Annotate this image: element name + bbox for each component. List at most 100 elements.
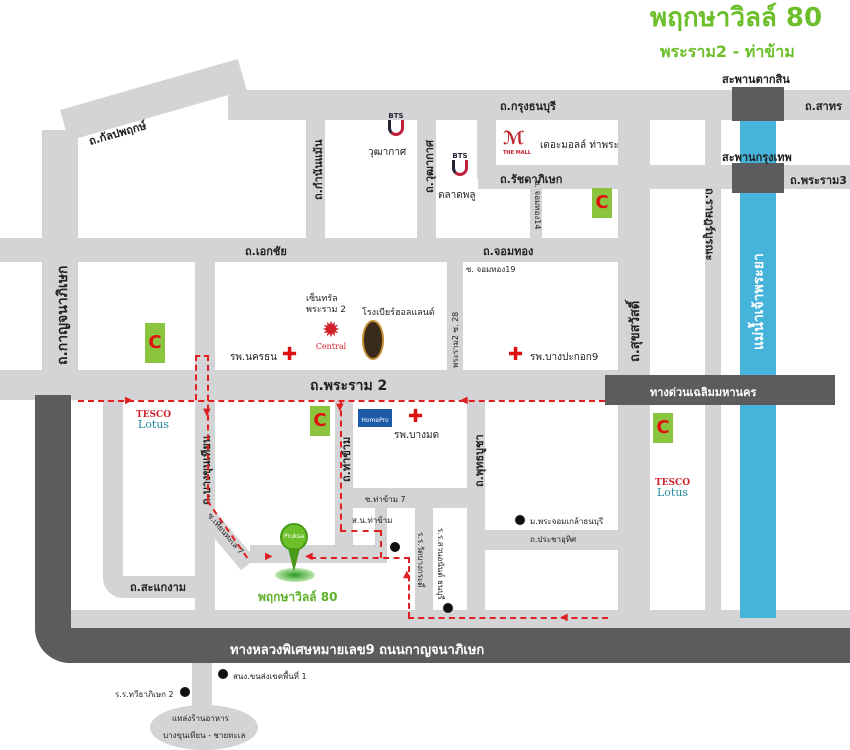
river-label: แม่น้ำเจ้าพระยา xyxy=(751,253,767,350)
label-soi-chomthong19: ซ. จอมทอง19 xyxy=(466,265,516,274)
label-transport-office: สนง.ขนส่งเขตพื้นที่ 1 xyxy=(233,672,307,681)
label-school-thawi: ร.ร.ทวีธาภิเษก 2 xyxy=(115,690,174,699)
label-food-line1: แหล่งร้านอาหาร xyxy=(172,714,229,723)
road-pracha-uthit xyxy=(485,530,620,550)
label-police: ส.น.ท่าข้าม xyxy=(352,516,393,525)
route-arrow: ▲ xyxy=(403,569,411,580)
label-rama3: ถ.พระราม3 xyxy=(790,174,847,187)
label-project: พฤกษาวิลล์ 80 xyxy=(258,590,338,604)
expressway xyxy=(605,375,835,405)
police-dot xyxy=(390,542,400,552)
label-school-sawang: ร.ร.สวนอนันต์ ธนบุรี xyxy=(436,528,445,600)
project-pin-tip xyxy=(288,548,300,572)
label-bang-khun-thian: ถ.บางขุนเทียน xyxy=(200,435,213,505)
hospital-icon: ✚ xyxy=(408,406,424,427)
homepro-logo: HomePro xyxy=(358,409,392,427)
label-pracha-uthit: ถ.ประชาอุทิศ xyxy=(530,535,577,544)
route-arrow: ▼ xyxy=(203,407,211,418)
label-kanchanaphisek: ถ.กาญจนาภิเษก xyxy=(55,265,71,365)
label-soi-tha-kham7: ซ.ท่าข้าม 7 xyxy=(365,495,406,504)
lotus-text: Lotus xyxy=(137,418,170,431)
map-title: พฤกษาวิลล์ 80 xyxy=(650,3,823,33)
bridge-krungthep-label: สะพานกรุงเทพ xyxy=(722,151,792,164)
road-wutthakat xyxy=(417,118,436,240)
route-to-project xyxy=(310,557,410,559)
road-frontage xyxy=(70,610,850,630)
label-beer-hall: โรงเบียร์ฮอลแลนด์ xyxy=(362,308,435,318)
label-school-tha-kham: ร.ร.วัดบางกระดี่ xyxy=(416,532,425,588)
route-arrow: ▶ xyxy=(125,395,133,406)
route-school-road xyxy=(408,557,410,618)
road-ratchadaphisek xyxy=(478,165,850,189)
route-bkt-top xyxy=(195,355,209,357)
label-sakaengam: ถ.สะแกงาม xyxy=(130,581,187,594)
bigc-logo: C xyxy=(592,188,612,218)
label-bts-wutthakat: วุฒากาศ xyxy=(368,147,407,158)
label-university: ม.พระจอมเกล้าธนบุรี xyxy=(530,517,604,526)
label-rama2-soi28: พระราม2 ซ. 28 xyxy=(451,311,460,368)
highway-9-vertical xyxy=(35,395,71,663)
tesco-text: TESCO xyxy=(136,410,172,420)
tesco-text: TESCO xyxy=(655,478,691,488)
label-kamnan-maen: ถ.กำนันแม้น xyxy=(312,139,325,200)
road-soi-tha-kham7 xyxy=(353,488,467,508)
route-tk-h xyxy=(340,530,380,532)
label-food-line2: บางขุนเทียน - ชายทะเล xyxy=(163,731,246,740)
road-soi-chomthong14 xyxy=(530,188,542,240)
label-soi-chomthong14: ซ. จอมทอง14 xyxy=(533,180,542,230)
route-frontage xyxy=(408,617,608,619)
road-talat-phlu xyxy=(477,118,496,178)
label-hosp-nakhon-thon: รพ.นครธน xyxy=(230,352,277,363)
bridge-taksin-label: สะพานตากสิน xyxy=(722,73,790,86)
route-arrow: ◀ xyxy=(460,395,468,406)
label-sathon: ถ.สาทร xyxy=(805,100,842,113)
route-arrow: ◀ xyxy=(305,551,313,562)
route-tk-v xyxy=(380,530,382,558)
project-shadow xyxy=(275,568,315,582)
label-rama2: ถ.พระราม 2 xyxy=(310,378,388,394)
bts-logo-text: BTS xyxy=(388,112,404,120)
central-logo: ✹Central xyxy=(315,318,347,352)
project-logo-text: Pruksa xyxy=(283,533,305,540)
bigc-logo: C xyxy=(653,413,673,443)
road-bang-khun-thian xyxy=(195,262,215,628)
label-hosp-bang-mot: รพ.บางมด xyxy=(394,430,440,441)
label-wutthakat-rd: ถ.วุฒากาศ xyxy=(423,140,436,193)
hospital-icon: ✚ xyxy=(282,344,298,365)
label-hosp-bang-pakok9: รพ.บางปะกอก9 xyxy=(530,352,599,363)
central-logo-text: Central xyxy=(315,342,347,351)
bts-wutthakat-icon: BTS xyxy=(388,112,404,136)
expressway-label: ทางด่วนเฉลิมมหานคร xyxy=(650,386,757,399)
label-krung-thonburi: ถ.กรุงธนบุรี xyxy=(500,100,556,113)
road-rama2 xyxy=(0,370,620,400)
road-rama2-soi28 xyxy=(447,262,463,374)
bts-talat-phlu-icon: BTS xyxy=(452,152,468,176)
road-sakaengam-h xyxy=(103,576,198,598)
road-kamnan-maen xyxy=(306,118,325,240)
label-central: เซ็นทรัล พระราม 2 xyxy=(306,294,347,315)
bts-logo-text: BTS xyxy=(452,152,468,160)
transport-office-dot xyxy=(218,669,228,679)
school-dot xyxy=(443,603,453,613)
beer-hall-logo xyxy=(362,320,384,360)
road-ekkachai-chomthong xyxy=(0,238,620,262)
bigc-logo: C xyxy=(310,406,330,436)
route-arrow: ▶ xyxy=(265,551,273,562)
route-arrow: ◀ xyxy=(560,612,568,623)
hospital-icon: ✚ xyxy=(508,344,524,365)
bigc-logo: C xyxy=(145,323,165,363)
route-bangkhunthian xyxy=(207,355,209,500)
bridge-taksin xyxy=(732,87,784,121)
the-mall-logo-text: THE MALL xyxy=(503,150,531,156)
university-dot xyxy=(515,515,525,525)
road-school xyxy=(415,508,433,628)
label-ratchadaphisek: ถ.รัชดาภิเษก xyxy=(500,173,563,186)
road-rat-burana xyxy=(705,118,721,628)
road-phutthabucha xyxy=(467,398,485,628)
highway-9 xyxy=(35,628,850,663)
food-area xyxy=(150,705,258,750)
road-suk-sawat xyxy=(618,118,650,628)
route-arrow: ▼ xyxy=(336,402,344,413)
road-tha-kham xyxy=(335,398,353,548)
